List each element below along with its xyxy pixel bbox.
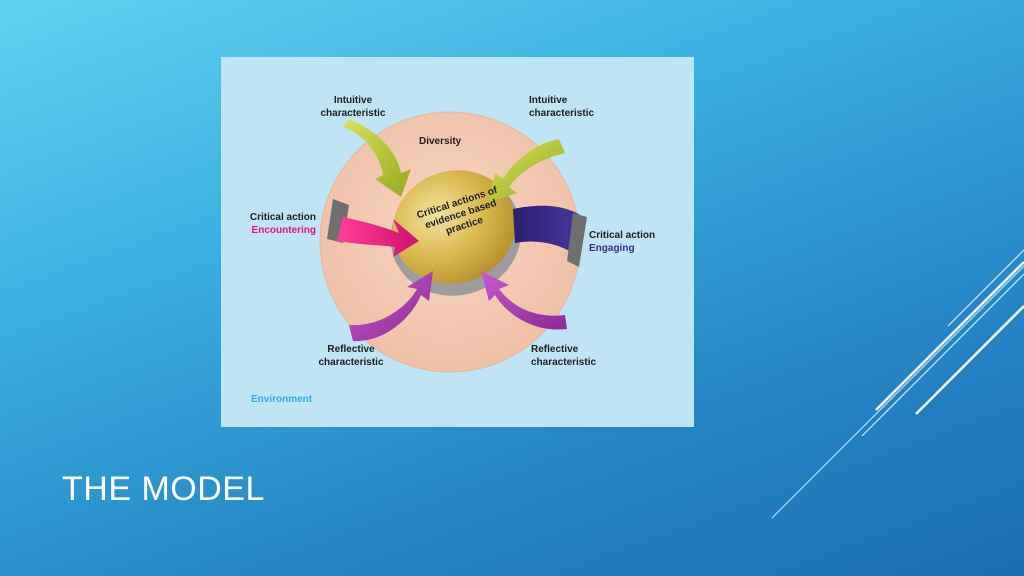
diagram-graphic [319, 111, 587, 373]
slide-title: THE MODEL [62, 470, 265, 508]
deco-line-1 [947, 249, 1024, 327]
intuitive-arrow-left [343, 119, 411, 197]
reflective-arrow-right [481, 271, 567, 330]
core-disc [392, 170, 516, 284]
deco-line-5 [771, 265, 1024, 519]
intuitive-right-line1: Intuitive [529, 95, 568, 106]
intuitive-arrow-right [487, 139, 565, 203]
diversity-label: Diversity [419, 136, 462, 147]
intuitive-left-line1: Intuitive [333, 95, 373, 106]
engaging-arrow-band [567, 213, 587, 267]
engaging-arrow [513, 205, 583, 253]
reflective-left-line2: characteristic [318, 357, 384, 368]
deco-line-3 [915, 305, 1024, 415]
engaging-line1: Critical action [589, 230, 656, 241]
reflective-label-left: Reflective characteristic [301, 343, 401, 369]
encountering-label: Critical action Encountering [221, 211, 316, 237]
encountering-line1: Critical action [249, 212, 316, 223]
intuitive-right-line2: characteristic [529, 108, 595, 119]
intuitive-label-left: Intuitive characteristic [303, 94, 403, 120]
engaging-label: Critical action Engaging [589, 229, 689, 255]
encountering-arrow [337, 217, 419, 257]
intuitive-left-line2: characteristic [320, 108, 386, 119]
deco-line-4 [861, 273, 1024, 437]
intuitive-label-right: Intuitive characteristic [529, 94, 629, 120]
environment-label: Environment [251, 394, 313, 405]
deco-line-2 [875, 261, 1024, 411]
reflective-label-right: Reflective characteristic [531, 343, 631, 369]
reflective-left-line1: Reflective [327, 344, 375, 355]
reflective-right-line2: characteristic [531, 357, 597, 368]
engaging-line2: Engaging [589, 243, 635, 254]
model-diagram: Intuitive characteristic Intuitive chara… [221, 57, 694, 427]
reflective-right-line1: Reflective [531, 344, 579, 355]
encountering-line2: Encountering [251, 225, 316, 236]
reflective-arrow-left [349, 271, 433, 342]
